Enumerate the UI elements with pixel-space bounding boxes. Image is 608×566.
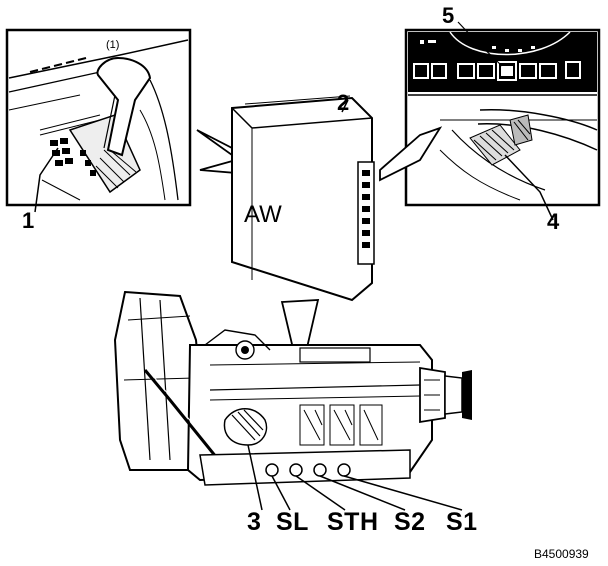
- callout-4: 4: [547, 209, 560, 234]
- callout-2: 2: [337, 90, 350, 115]
- callout-3: 3: [247, 508, 262, 536]
- figure-code: B4500939: [534, 547, 589, 561]
- label-s1: S1: [446, 508, 478, 536]
- label-sl: SL: [276, 508, 309, 536]
- label-s2: S2: [394, 508, 426, 536]
- callout-5: 5: [442, 3, 455, 28]
- transmission-assembly: [113, 290, 472, 511]
- label-sth: STH: [327, 508, 379, 536]
- indicator-inset: [404, 21, 601, 221]
- selector-lever-inset: [5, 28, 192, 213]
- aw-control-module: [196, 95, 443, 379]
- gate-marking: (1): [106, 39, 120, 51]
- ecu-label: AW: [244, 201, 282, 228]
- callout-1: 1: [22, 208, 35, 233]
